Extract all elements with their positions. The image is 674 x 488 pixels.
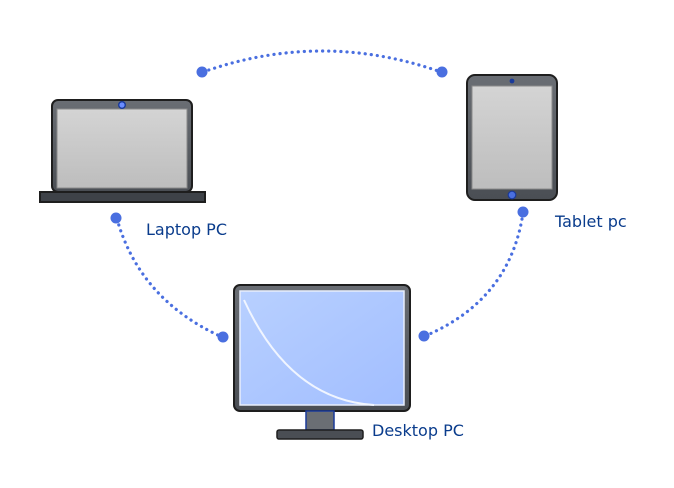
- connector-endpoint: [517, 206, 529, 218]
- desktop-stand: [276, 429, 364, 440]
- dotted-connector: [201, 49, 443, 74]
- connector-endpoint: [418, 330, 430, 342]
- screen-glare-curve: [243, 299, 375, 406]
- connection-tablet-desktop: [418, 206, 529, 342]
- dotted-connector: [115, 217, 224, 339]
- connector-endpoint: [436, 66, 448, 78]
- laptop-label: Laptop PC: [146, 220, 227, 239]
- laptop-camera: [117, 100, 126, 109]
- laptop-base: [39, 191, 206, 203]
- laptop-icon: [39, 99, 206, 203]
- connector-endpoint: [110, 212, 122, 224]
- tablet-screen: [471, 85, 553, 190]
- tablet-label: Tablet pc: [555, 212, 627, 231]
- desktop-icon: [233, 284, 411, 440]
- laptop-screen: [56, 108, 188, 189]
- connection-laptop-desktop: [110, 212, 229, 343]
- tablet-icon: [466, 74, 558, 201]
- connection-laptop-tablet: [196, 49, 448, 78]
- tablet-home-button: [507, 190, 517, 200]
- connector-endpoint: [196, 66, 208, 78]
- desktop-label: Desktop PC: [372, 421, 464, 440]
- tablet-camera: [509, 78, 515, 84]
- connector-endpoint: [217, 331, 229, 343]
- desktop-screen: [239, 290, 405, 406]
- dotted-connector: [423, 211, 525, 338]
- desktop-neck: [305, 410, 335, 431]
